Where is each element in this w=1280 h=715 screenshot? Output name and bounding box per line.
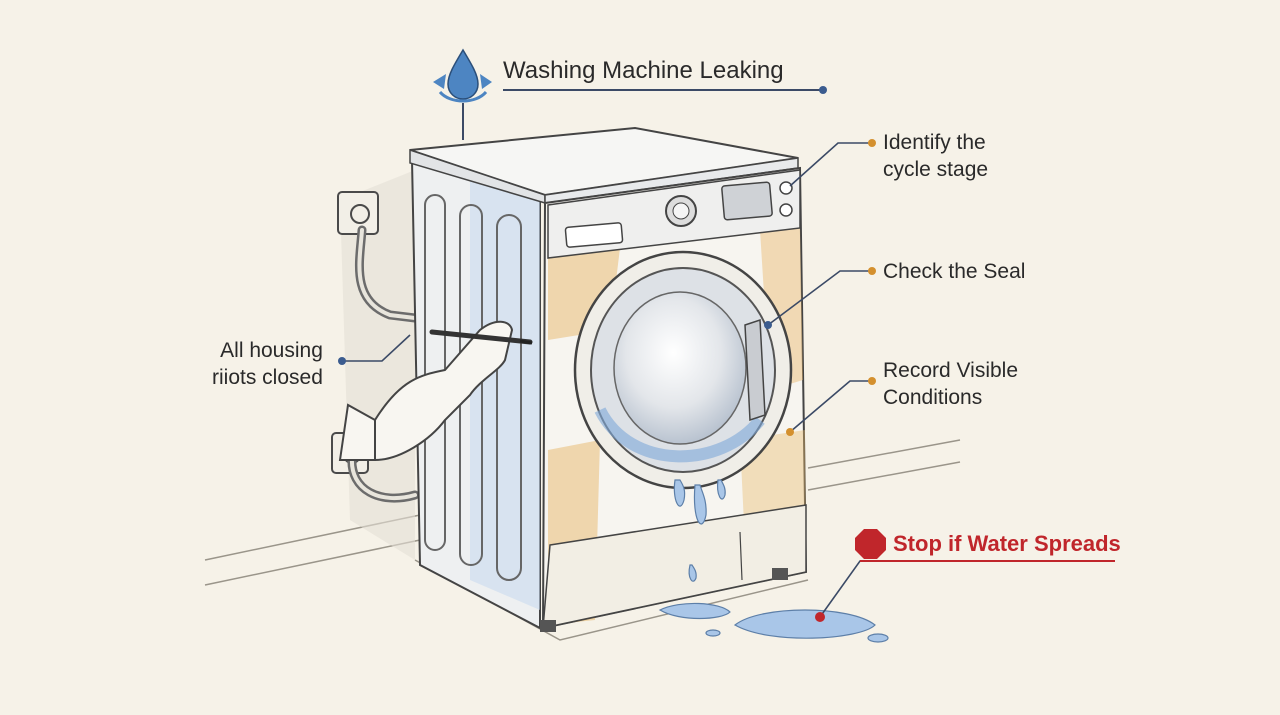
callout-record-conditions: Record Visible Conditions: [883, 357, 1018, 411]
callout-housing-closed: All housing riiots closed: [212, 337, 323, 391]
water-drop-icon: [433, 48, 492, 140]
stop-octagon-icon: [855, 529, 886, 559]
water-leak: [658, 479, 889, 643]
callout-line: cycle stage: [883, 158, 989, 181]
callout-dots: [338, 139, 876, 622]
leader-stop: [819, 560, 1115, 618]
machine-side: [410, 158, 541, 630]
callout-line: All housing: [220, 339, 323, 362]
callout-line: Record Visible: [883, 359, 1019, 382]
wall-socket-top: [337, 191, 379, 235]
machine-door: [573, 250, 793, 490]
callout-line: riiots closed: [212, 366, 323, 389]
callout-stop-warning: Stop if Water Spreads: [893, 531, 1121, 556]
leader-seal: [767, 270, 872, 326]
callout-line: Conditions: [883, 386, 983, 409]
leader-housing: [342, 334, 411, 362]
title-underline: [503, 86, 827, 94]
callout-line: Identify the: [883, 131, 986, 154]
leader-record: [789, 380, 872, 433]
leader-cycle-stage: [789, 142, 872, 187]
control-panel: [547, 169, 801, 259]
callout-check-seal: Check the Seal: [883, 260, 1026, 283]
hand-with-pen: [338, 320, 533, 462]
callout-identify-cycle-stage: Identify the cycle stage: [883, 129, 988, 183]
page-title: Washing Machine Leaking: [503, 57, 784, 84]
